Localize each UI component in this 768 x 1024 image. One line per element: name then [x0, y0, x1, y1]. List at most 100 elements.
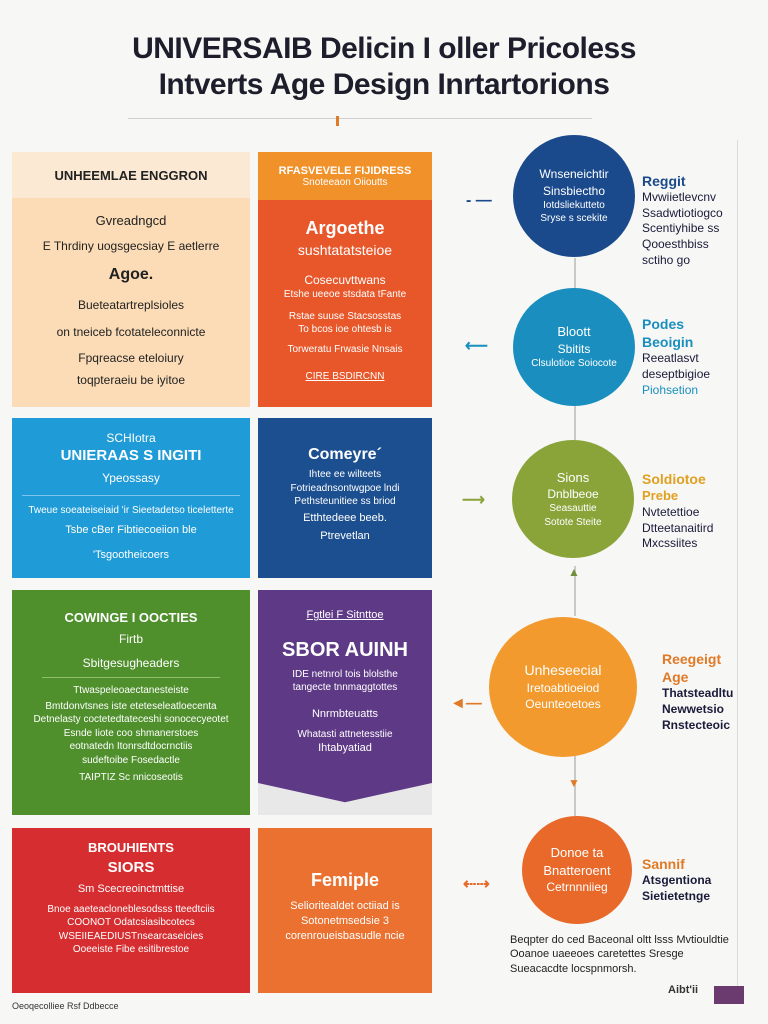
arrow-left-icon: ⟵ [465, 338, 488, 355]
card-navy-heading: Comeyre´ [308, 446, 382, 463]
title-divider [128, 118, 592, 119]
card-orange-heading: Argoethe [305, 218, 385, 238]
card-cream-line: Gvreadngcd [95, 213, 167, 228]
card-cream-line: toqpteraeiu be iyitoe [76, 372, 186, 387]
card-red-subheader: SIORS [107, 859, 155, 876]
card-orange: RFASVEVELE FIJIDRESS Snoteeaon Oiioutts … [258, 152, 432, 407]
card-green-line: TAIPTIZ Sc nnicoseotis [79, 772, 183, 784]
circle-step-2: Bloott Sbitits Clsulotioe Soiocote [513, 288, 635, 406]
card-green: COWINGE I OOCTIES Firtb Sbitgesugheaders… [12, 590, 250, 815]
circle-step-5-caption: Sannif Atsgentiona Sietietetnge [642, 855, 711, 904]
circle-step-4-detail: Newwetsio [662, 701, 725, 716]
card-blue-line: Ypeossasy [102, 471, 160, 486]
circle-step-4-line: Oeunteoetoes [525, 697, 601, 712]
arrow-double-icon: ⇠⇢ [463, 876, 490, 893]
circle-step-5-line: Cetrnnniieg [546, 880, 608, 895]
circle-step-3-line: Dnblbeoe [547, 487, 599, 502]
circle-step-4-caption: Reegeigt Age Thatsteadltu Newwetsio Rnst… [662, 650, 733, 733]
card-purple-line: IDE netnrol tois blolsthe [292, 668, 398, 680]
card-orange-line: Rstae suuse Stacsosstas [288, 310, 402, 322]
footnote: Beqpter do ced Baceonal oltt lsss Mvtiou… [510, 934, 729, 975]
circle-step-1-line: Iotdsliekutteto [543, 199, 605, 211]
card-orange-bottom-line: Sotonetmsedsie 3 [300, 914, 390, 927]
circle-step-1-detail: sctiho go [642, 252, 691, 267]
circle-step-5: Donoe ta Bnatteroent Cetrnnniieg [522, 816, 632, 924]
card-cream-line: Agoe. [108, 265, 154, 283]
card-orange-bottom-heading: Femiple [310, 870, 380, 890]
circle-step-4-detail: Rnstecteoic [662, 717, 731, 732]
card-navy-line: Fotrieadnsontwgpoe lndi [290, 482, 400, 494]
card-red-line: COONOT Odatcsiasibcotecs [67, 917, 195, 929]
circle-step-2-line: Clsulotioe Soiocote [531, 358, 617, 370]
card-orange-bottom-line: Selioritealdet octiiad is [290, 900, 400, 912]
card-orange-band-subtitle: Snoteeaon Oiioutts [302, 176, 388, 188]
circle-step-2-detail: Piohsetion [642, 382, 699, 397]
circle-step-3-detail: Prebe [642, 488, 679, 504]
circle-step-5-detail: Atsgentiona [642, 873, 712, 888]
card-blue-line: 'Tsgootheicoers [92, 548, 170, 561]
card-green-line: Detnelasty coctetedtateceshi sonocecyeot… [33, 714, 229, 726]
circle-step-1-title: Reggit [642, 173, 686, 189]
circle-step-1-caption: Reggit Mvwiietlevcnv Ssadwtiotiogco Scen… [642, 172, 723, 268]
circle-step-3-caption: Soldiotoe Prebe Nvtetettioe Dtteetanaiti… [642, 470, 713, 552]
card-orange-line: To bcos ioe ohtesb is [298, 324, 392, 336]
card-red-header: BROUHIENTS [88, 840, 174, 855]
circle-step-2-detail: deseptbigioe [642, 366, 711, 381]
arrow-left-icon: - — [466, 192, 492, 209]
card-red: BROUHIENTS SIORS Sm Scecreoinctmttise Bn… [12, 828, 250, 993]
card-orange-band: RFASVEVELE FIJIDRESS Snoteeaon Oiioutts [258, 152, 432, 200]
card-red-line: WSEIIEAEDIUSTnsearcaseicies [58, 930, 204, 942]
card-green-divider [42, 677, 220, 679]
circle-step-5-detail: Sietietetnge [642, 888, 711, 903]
arrow-left-icon: ⟶ [462, 492, 485, 509]
logo-text: Aibt'ii [668, 984, 699, 996]
card-cream-line: Fpqreacse eteloiury [78, 350, 184, 365]
page-title-line-2: Intverts Age Design Inrtartorions [158, 68, 610, 101]
card-orange-footer: CIRE BSDIRCNN [305, 371, 385, 383]
circle-step-2-line: Bloott [557, 324, 591, 340]
card-purple: Fgtlei F Sitnttoe SBOR AUINH IDE netnrol… [258, 590, 432, 815]
card-blue-divider [22, 494, 240, 496]
card-purple-banner: Fgtlei F Sitnttoe [306, 609, 384, 621]
connector-arrow-icon: ▲ [568, 565, 580, 579]
card-purple-line: tangecte tnnmaggtottes [292, 682, 398, 694]
connector-line [574, 406, 576, 448]
right-border-line [737, 140, 738, 1000]
arrow-left-icon: ◄— [450, 695, 482, 712]
card-blue-line: Tweue soeateiseiaid 'ir Sieetadetso tice… [28, 504, 234, 516]
card-blue-line: Tsbe cBer Fibtiecoeiion ble [65, 524, 197, 537]
circle-step-5-line: Bnatteroent [543, 862, 611, 878]
card-purple-ribbon-notch [258, 783, 432, 815]
connector-line [574, 756, 576, 816]
circle-step-5-title: Sannif [642, 856, 685, 872]
circle-step-1-detail: Mvwiietlevcnv [642, 190, 717, 205]
card-purple-line: Nnrmbteuatts [311, 707, 379, 720]
circle-step-5-line: Donoe ta [550, 845, 604, 861]
card-navy: Comeyre´ Ihtee ee wilteets Fotrieadnsont… [258, 418, 432, 578]
card-orange-subheading: sushtatatsteioe [297, 242, 393, 258]
card-red-line: Sm Scecreoinctmttise [77, 883, 185, 895]
circle-step-4-title: Reegeigt Age [662, 651, 722, 686]
circle-step-3-detail: Mxcssiites [642, 536, 698, 551]
card-red-line: Bnoe aaeteacloneblesodsss tteedtciis [47, 903, 215, 915]
card-orange-bottom: Femiple Selioritealdet octiiad is Sotone… [258, 828, 432, 993]
logo-mark [714, 986, 744, 1004]
divider-accent [336, 116, 339, 126]
card-cream-line: on tneiceb fcotateleconnicte [56, 324, 206, 339]
card-blue: SCHIotra UNIERAAS S INGITI Ypeossasy Twe… [12, 418, 250, 578]
card-purple-line: Ihtabyatiad [318, 742, 372, 755]
circle-step-3-line: Sotote Steite [544, 516, 602, 528]
card-purple-heading: SBOR AUINH [282, 638, 408, 661]
connector-line [574, 566, 576, 616]
card-blue-line: SCHIotra [106, 431, 156, 445]
card-red-line: Ooeeiste Fibe esitibrestoe [72, 944, 190, 956]
circle-step-3-line: Seasauttie [549, 503, 597, 515]
circle-step-3-line: Sions [556, 469, 590, 485]
circle-step-2-title: Podes Beoigin [642, 316, 694, 351]
card-green-line: Firtb [119, 632, 143, 646]
circle-step-1-line: Sinsbiectho [542, 183, 606, 198]
card-green-line: Ttwaspeleoaectanesteiste [73, 685, 189, 697]
card-navy-line: Ptrevetlan [320, 530, 370, 543]
circle-step-1-detail: Qooesthbiss [642, 236, 709, 251]
circle-step-2-line: Sbitits [557, 341, 591, 356]
